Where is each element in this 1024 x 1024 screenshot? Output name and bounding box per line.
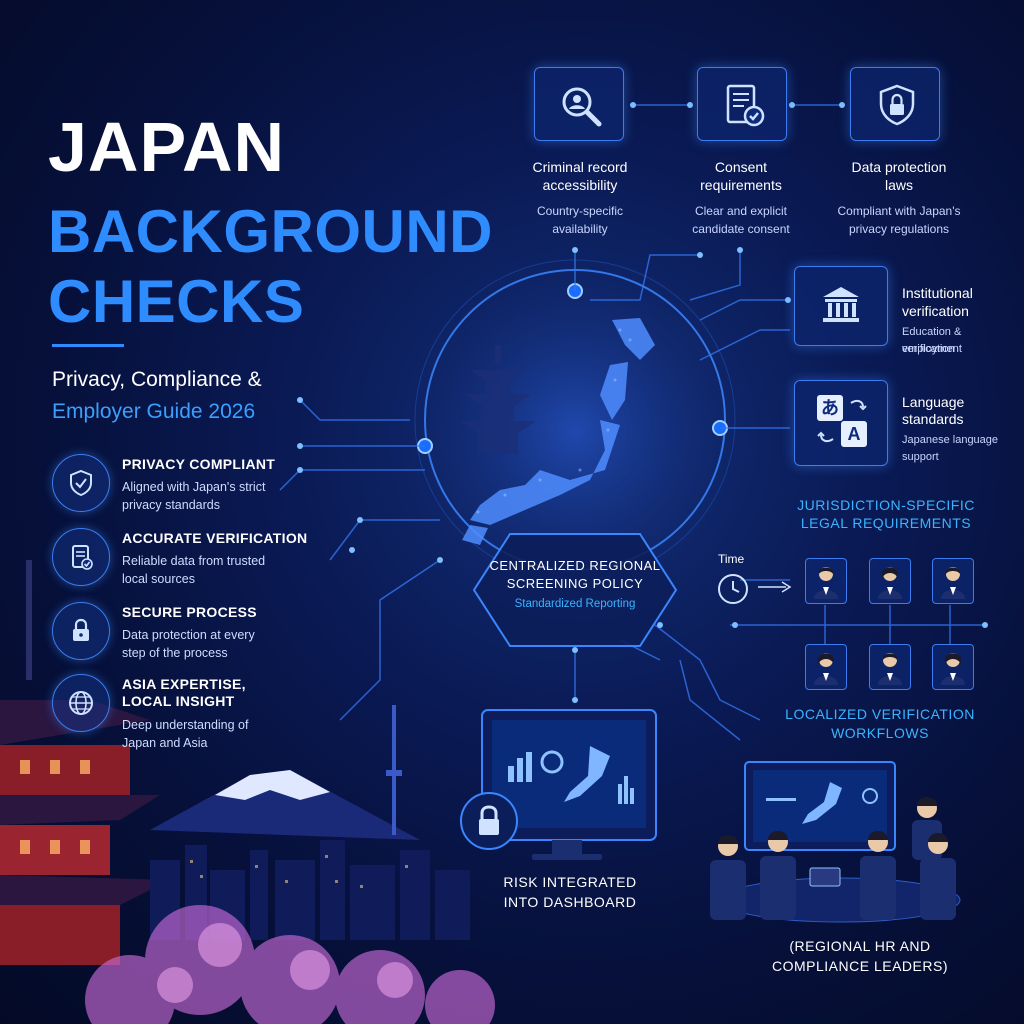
card-language-standards: あ A xyxy=(794,380,888,466)
card-desc-2: support xyxy=(902,451,939,463)
card-title-1: Institutional xyxy=(902,285,973,301)
card-desc-2: availability xyxy=(552,222,608,236)
person-icon xyxy=(814,567,838,599)
central-title-1: CENTRALIZED REGIONAL xyxy=(489,558,661,573)
person-icon xyxy=(814,653,838,685)
lock-icon xyxy=(52,602,110,660)
card-desc-2: verification xyxy=(902,343,955,355)
arrow-icon xyxy=(817,431,834,443)
title-line-3: CHECKS xyxy=(48,268,305,335)
card-title-2: laws xyxy=(884,177,913,193)
central-subtitle: Standardized Reporting xyxy=(514,598,636,610)
person-icon xyxy=(941,567,965,599)
person-tile xyxy=(932,644,974,690)
card-title-2: standards xyxy=(902,411,964,427)
feature-desc-1: Aligned with Japan's strict xyxy=(122,480,266,494)
person-icon xyxy=(878,653,902,685)
subtitle-line-2: Employer Guide 2026 xyxy=(52,400,256,423)
person-tile xyxy=(932,558,974,604)
card-desc-1: Japanese language xyxy=(902,434,999,446)
card-desc-1: Education & employment xyxy=(902,326,962,355)
feature-title-2: LOCAL INSIGHT xyxy=(122,693,235,709)
central-title-2: SCREENING POLICY xyxy=(506,576,644,591)
person-tile xyxy=(805,558,847,604)
card-title-1: Consent xyxy=(714,159,768,175)
feature-title: ACCURATE VERIFICATION xyxy=(122,530,308,546)
person-icon xyxy=(878,567,902,599)
globe-icon xyxy=(52,674,110,732)
card-title-2: accessibility xyxy=(542,177,618,193)
card-title-1: Language xyxy=(902,394,965,410)
jurisdiction-title-2: LEGAL REQUIREMENTS xyxy=(800,515,972,531)
translate-icon-en: A xyxy=(841,421,867,447)
card-criminal-record xyxy=(534,67,624,141)
feature-desc-1: Reliable data from trusted xyxy=(122,554,266,568)
arrow-right-icon xyxy=(758,581,792,593)
shield-check-icon xyxy=(52,454,110,512)
card-title-1: Criminal record xyxy=(532,159,628,175)
dashboard-title-1: RISK INTEGRATED xyxy=(503,874,637,890)
feature-desc-1: Deep understanding of xyxy=(122,718,249,732)
translate-icon-ja: あ xyxy=(817,395,843,421)
arrow-icon xyxy=(850,399,867,411)
central-policy-hexagon xyxy=(472,533,678,647)
person-tile xyxy=(805,644,847,690)
card-title-2: requirements xyxy=(700,177,782,193)
subtitle-line-1: Privacy, Compliance & xyxy=(52,368,262,391)
workflow-title-1: LOCALIZED VERIFICATION xyxy=(785,706,975,722)
feature-desc-2: Japan and Asia xyxy=(122,736,208,750)
card-desc-1: Clear and explicit xyxy=(694,204,788,218)
jurisdiction-title-1: JURISDICTION-SPECIFIC xyxy=(797,497,975,513)
leaders-title-1: (REGIONAL HR AND xyxy=(789,938,931,954)
document-check-icon xyxy=(52,528,110,586)
title-line-2: BACKGROUND xyxy=(48,198,493,265)
institution-icon xyxy=(823,287,859,322)
time-label: Time xyxy=(718,552,745,566)
feature-desc-1: Data protection at every xyxy=(122,628,255,642)
person-icon xyxy=(941,653,965,685)
workflow-title-2: WORKFLOWS xyxy=(831,725,929,741)
person-tile xyxy=(869,558,911,604)
card-consent xyxy=(697,67,787,141)
feature-secure-process: SECURE PROCESS Data protection at every … xyxy=(52,602,312,666)
card-desc-1: Country-specific xyxy=(536,204,624,218)
feature-desc-2: local sources xyxy=(122,572,195,586)
feature-asia-expertise: ASIA EXPERTISE, LOCAL INSIGHT Deep under… xyxy=(52,674,312,758)
lock-icon xyxy=(460,792,518,850)
card-desc-2: candidate consent xyxy=(692,222,790,236)
feature-title: SECURE PROCESS xyxy=(122,604,257,620)
search-person-icon xyxy=(562,87,602,127)
feature-accurate-verification: ACCURATE VERIFICATION Reliable data from… xyxy=(52,528,312,592)
document-check-icon xyxy=(726,84,765,127)
card-desc-2: privacy regulations xyxy=(848,222,950,236)
title-line-1: JAPAN xyxy=(48,108,286,186)
title-divider xyxy=(52,344,124,347)
person-tile xyxy=(869,644,911,690)
feature-desc-2: step of the process xyxy=(122,646,228,660)
clock-icon xyxy=(718,574,748,604)
feature-desc-2: privacy standards xyxy=(122,498,220,512)
card-title-2: verification xyxy=(902,303,969,319)
feature-title-1: ASIA EXPERTISE, xyxy=(122,676,246,692)
meeting-illustration xyxy=(710,761,961,923)
card-title-1: Data protection xyxy=(851,159,947,175)
feature-privacy-compliant: PRIVACY COMPLIANT Aligned with Japan's s… xyxy=(52,454,312,518)
card-desc-1: Compliant with Japan's xyxy=(837,204,961,218)
feature-title: PRIVACY COMPLIANT xyxy=(122,456,276,472)
dashboard-monitor xyxy=(481,709,657,860)
dashboard-title-2: INTO DASHBOARD xyxy=(503,894,637,910)
shield-lock-icon xyxy=(879,84,915,126)
leaders-title-2: COMPLIANCE LEADERS) xyxy=(772,958,948,974)
card-data-protection xyxy=(850,67,940,141)
card-institutional-verification xyxy=(794,266,888,346)
